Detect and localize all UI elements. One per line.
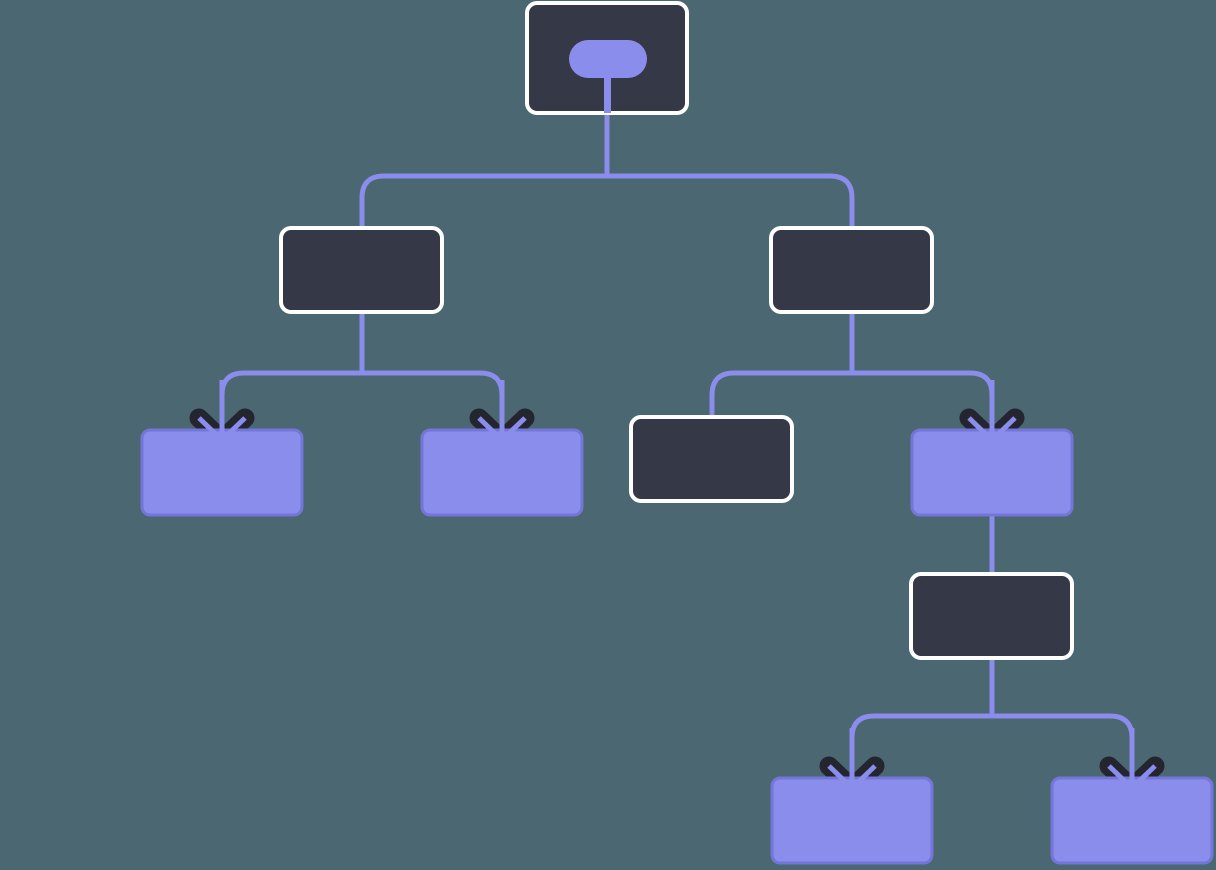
arrowhead-leaf-5-highlight xyxy=(827,764,877,792)
arrowhead-leaf-2-highlight xyxy=(477,416,527,444)
node-pill-badge[interactable] xyxy=(569,40,647,78)
node-body[interactable] xyxy=(909,572,1074,660)
level3-dark-node[interactable] xyxy=(909,572,1074,660)
edge-root-to-level1-left xyxy=(359,113,610,330)
node-body[interactable] xyxy=(629,415,794,503)
level1-right-node[interactable] xyxy=(769,226,934,314)
root-node[interactable] xyxy=(525,1,689,115)
level1-left-node[interactable] xyxy=(279,226,444,314)
arrowhead-leaf-6-highlight xyxy=(1107,764,1157,792)
edge-overlay-layer xyxy=(219,380,1135,789)
node-body[interactable] xyxy=(769,226,934,314)
arrowhead-branch-4-highlight xyxy=(967,416,1017,444)
node-pill-stem xyxy=(604,78,611,113)
edge-root-to-level1-right xyxy=(604,113,855,330)
edge-level1-right-to-dark-leaf-3 xyxy=(709,312,855,419)
node-body[interactable] xyxy=(279,226,444,314)
dark-leaf-node-3[interactable] xyxy=(629,415,794,503)
arrowhead-light-layer xyxy=(197,416,1157,792)
arrowhead-leaf-1-highlight xyxy=(197,416,247,444)
node-layer xyxy=(140,1,1214,865)
